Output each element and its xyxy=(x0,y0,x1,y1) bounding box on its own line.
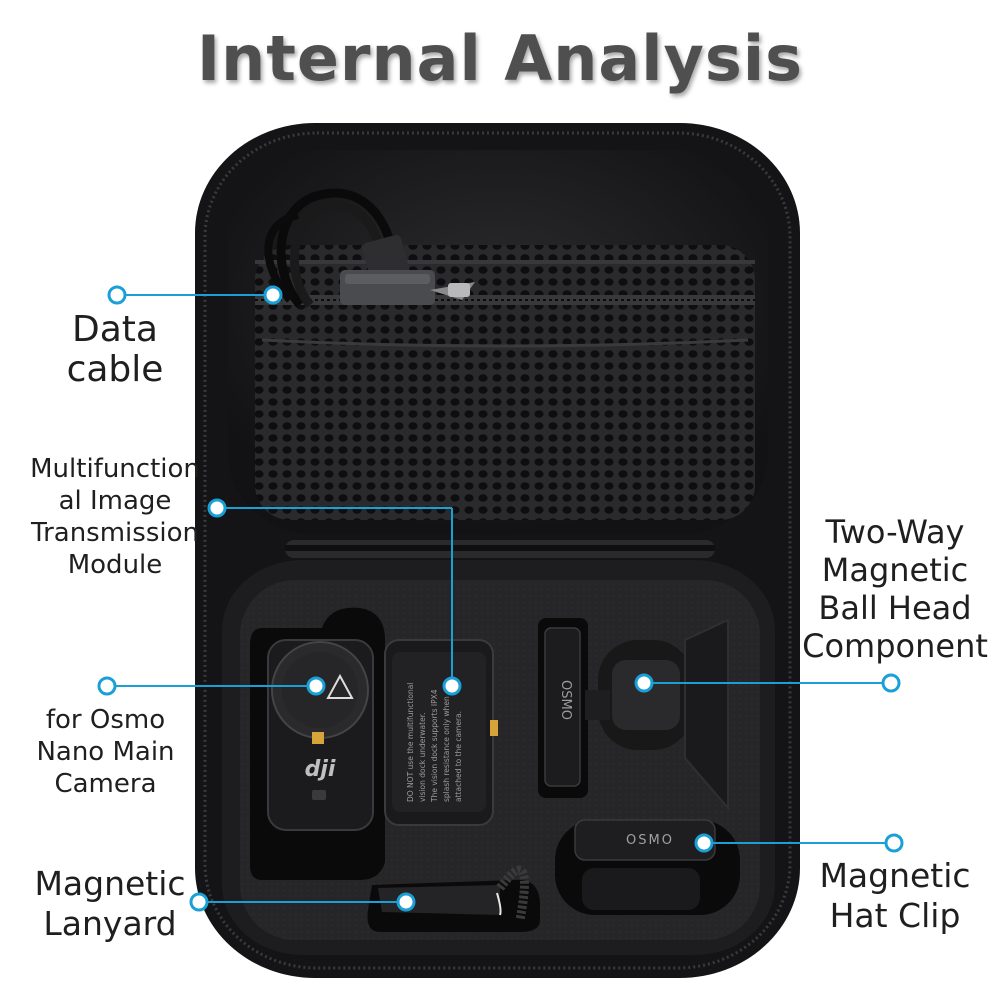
svg-text:attached to the camera.: attached to the camera. xyxy=(454,711,463,802)
label-ball-head: Two-Way Magnetic Ball Head Component xyxy=(802,513,988,665)
hat-clip: OSMO xyxy=(574,819,716,910)
hat-clip-brand: OSMO xyxy=(626,833,674,848)
marker-dot xyxy=(442,676,462,696)
transmission-module: DO NOT use the multifunctional vision do… xyxy=(384,639,498,826)
svg-text:The vision dock supports IPX4: The vision dock supports IPX4 xyxy=(430,689,439,803)
marker-dot xyxy=(396,892,416,912)
marker-dot xyxy=(306,676,326,696)
marker-dot xyxy=(694,833,714,853)
marker-dot xyxy=(107,285,127,305)
label-magnetic-lanyard: Magnetic Lanyard xyxy=(34,864,186,943)
marker-dot xyxy=(884,833,904,853)
label-data-cable: Data cable xyxy=(66,309,164,390)
ball-head-brand: OSMO xyxy=(558,680,573,720)
svg-text:vision dock underwater.: vision dock underwater. xyxy=(418,713,427,802)
base-interior: dji DO NOT use the multifunctional visio… xyxy=(222,560,775,955)
data-cable xyxy=(264,188,475,308)
label-hat-clip: Magnetic Hat Clip xyxy=(819,856,971,935)
case-hinge xyxy=(285,540,715,558)
svg-text:splash resistance only when: splash resistance only when xyxy=(442,696,451,802)
callout-markers xyxy=(97,285,904,912)
callout-lines xyxy=(115,294,886,903)
marker-dot xyxy=(189,892,209,912)
osmo-nano-camera: dji xyxy=(267,639,374,831)
label-osmo-camera: for Osmo Nano Main Camera xyxy=(36,705,175,799)
marker-dot xyxy=(97,676,117,696)
marker-dot xyxy=(634,673,654,693)
camera-logo-text: dji xyxy=(305,757,336,782)
ball-head-component: OSMO xyxy=(544,618,729,811)
page-title: Internal Analysis xyxy=(197,22,803,95)
marker-dot xyxy=(207,498,227,518)
lid-interior xyxy=(228,150,768,535)
marker-dot xyxy=(881,673,901,693)
svg-text:DO NOT use the multifunctional: DO NOT use the multifunctional xyxy=(406,683,415,802)
marker-dot xyxy=(263,285,283,305)
label-transmission-module: Multifunction al Image Transmission Modu… xyxy=(30,454,200,580)
